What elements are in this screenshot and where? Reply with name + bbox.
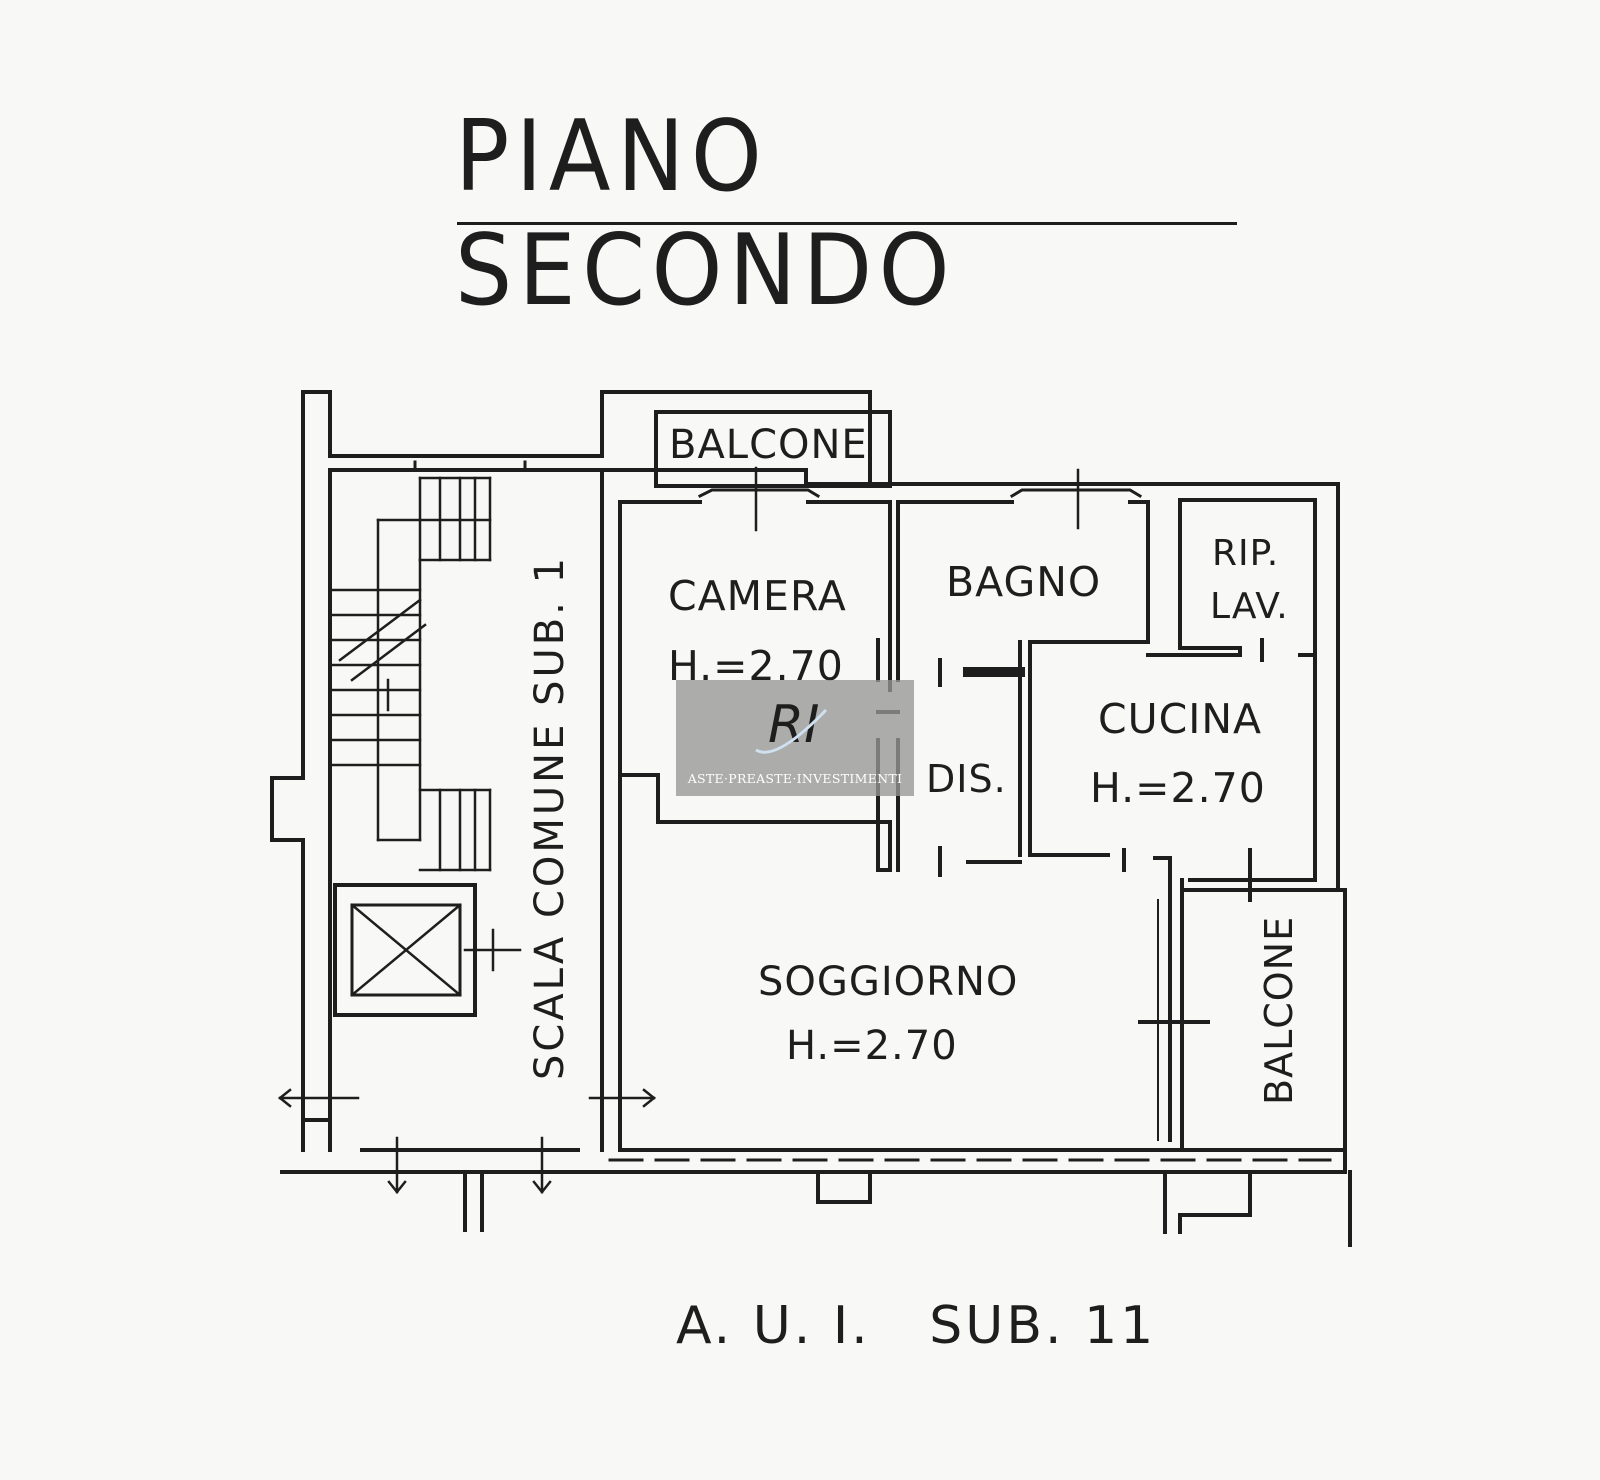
bagno-label: BAGNO [946,558,1101,606]
stair-label: SCALA COMUNE SUB. 1 [527,555,573,1080]
watermark-logo-icon: RI [755,695,828,755]
dis-label: DIS. [926,757,1007,801]
cucina-height-label: H.=2.70 [1090,764,1266,812]
camera-label: CAMERA [668,572,847,620]
apartment-walls [600,468,1347,1174]
balcony-right-label: BALCONE [1257,916,1301,1105]
soggiorno-label: SOGGIORNO [758,959,1018,1005]
watermark-caption: ASTE·PREASTE·INVESTIMENTI [687,771,903,786]
lav-label: LAV. [1210,586,1289,627]
stair-block [270,390,872,1152]
rip-label: RIP. [1212,533,1279,574]
watermark: RI ASTE·PREASTE·INVESTIMENTI [676,680,914,796]
balcony-top-label: BALCONE [669,422,868,468]
balcony-top [654,410,1143,532]
plan-title: PIANO SECONDO [455,100,957,328]
cucina-label: CUCINA [1098,695,1262,743]
soggiorno-height-label: H.=2.70 [786,1023,958,1069]
plan-footer: A. U. I. SUB. 11 [676,1296,1157,1356]
bottom-walls [277,1088,1352,1247]
title-underline [457,222,1237,225]
